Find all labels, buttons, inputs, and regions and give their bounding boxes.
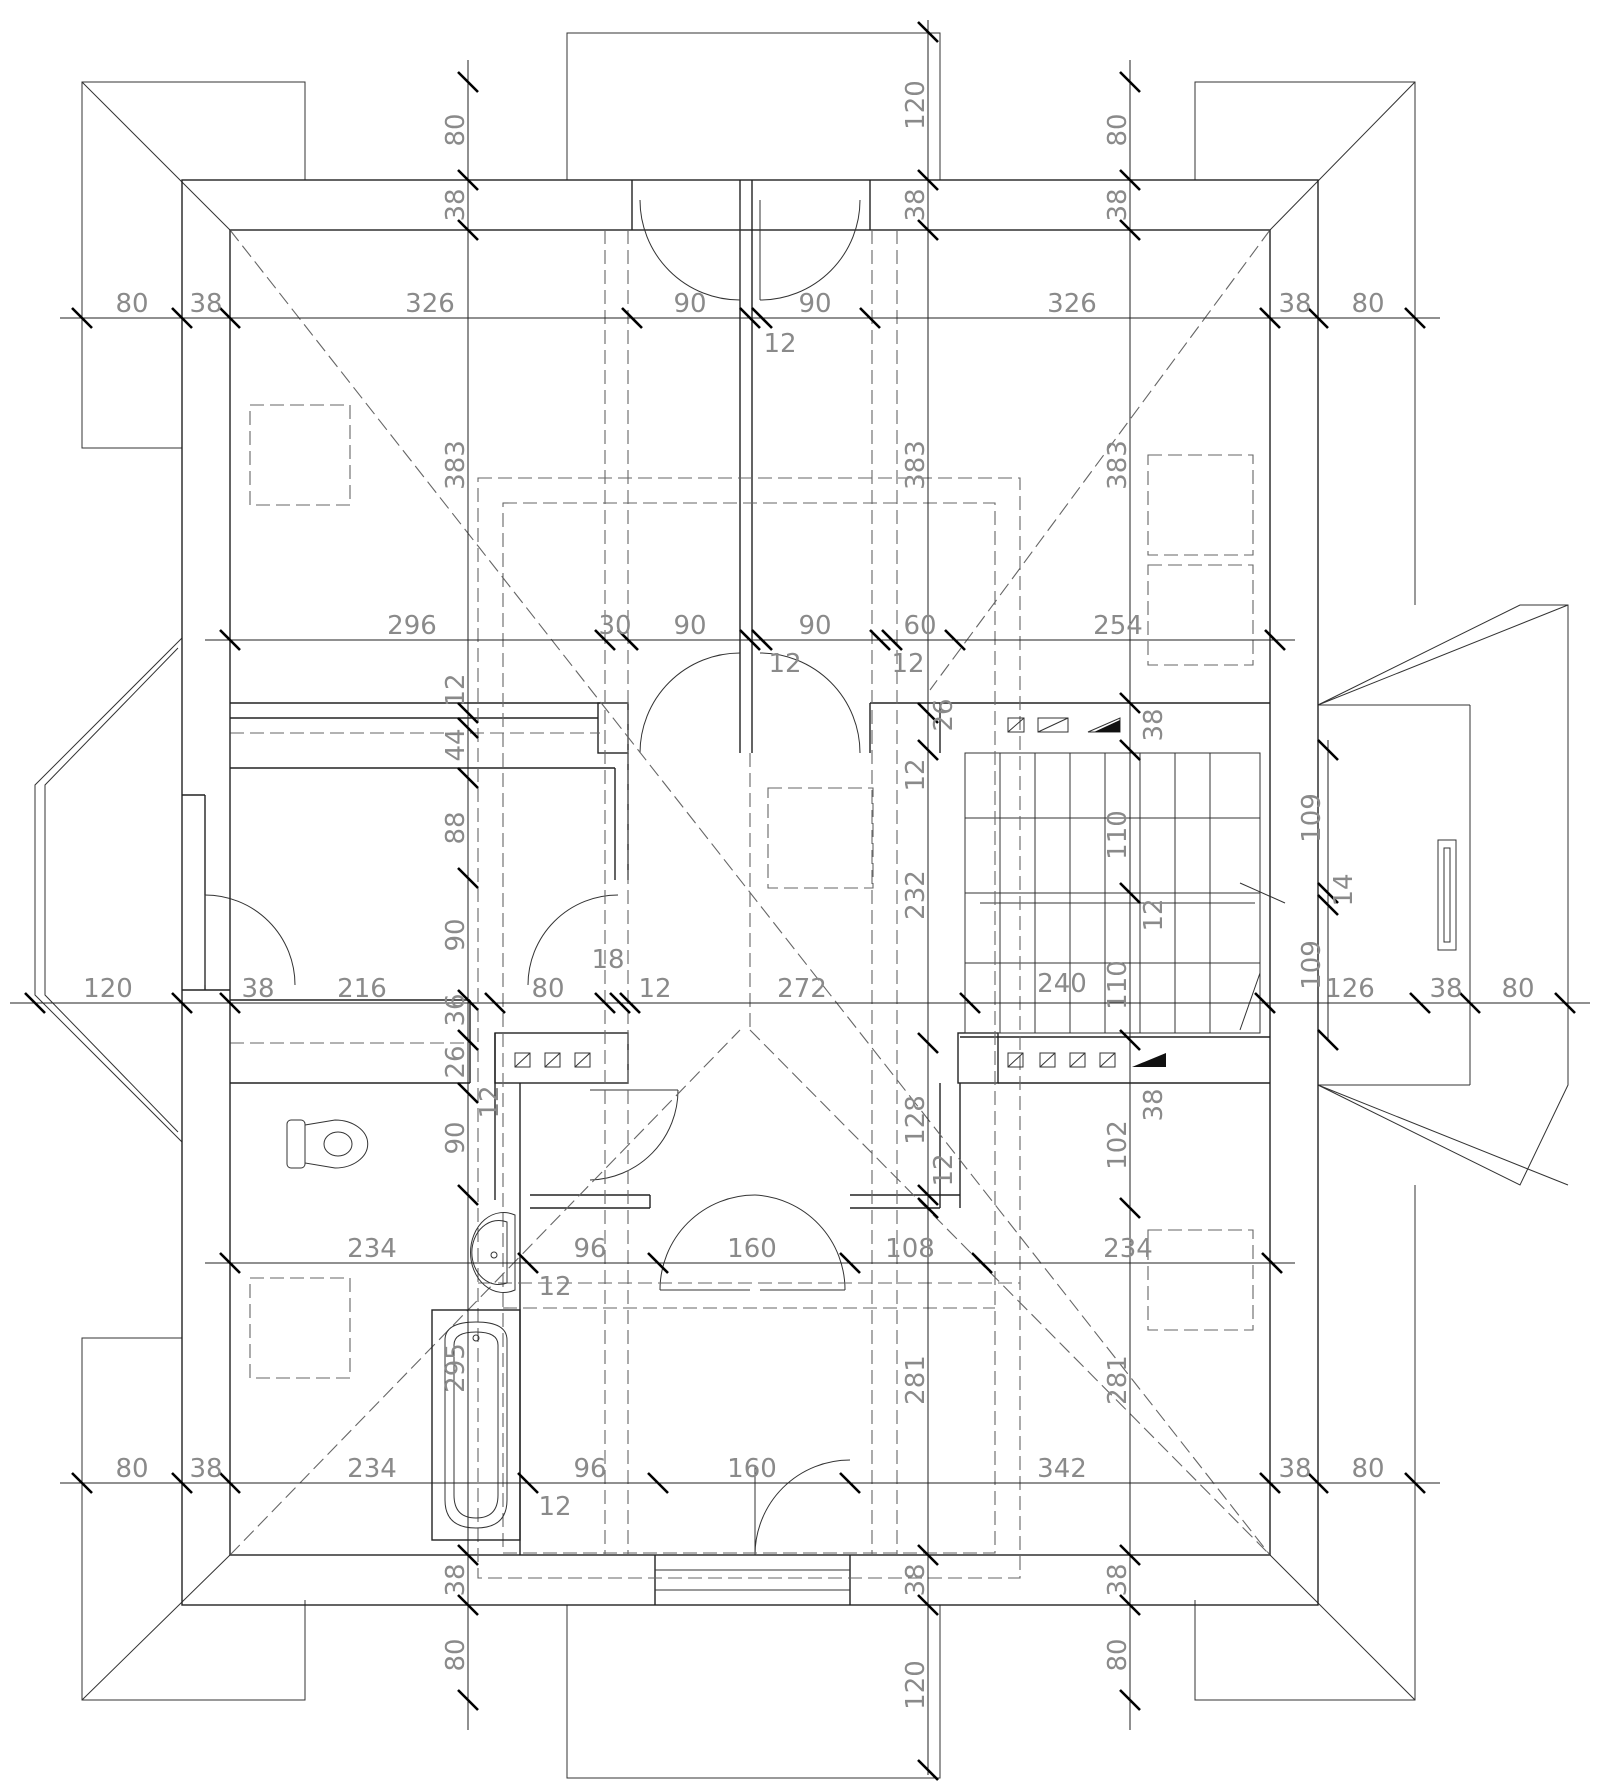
dim-label: 36 — [441, 993, 471, 1026]
dim-label: 80 — [531, 974, 564, 1004]
dim-label: 109 — [1297, 793, 1327, 843]
dim-label: 80 — [1501, 974, 1534, 1004]
dim-label: 102 — [1103, 1120, 1133, 1170]
dim-label: 38 — [1139, 1088, 1169, 1121]
dim-label: 88 — [441, 811, 471, 844]
bathtub-icon — [431, 1309, 521, 1541]
vent-symbols — [514, 717, 1457, 1068]
dim-label: 38 — [441, 1563, 471, 1596]
dim-label: 44 — [441, 728, 471, 761]
dim-label: 326 — [405, 289, 455, 319]
dim-label: 90 — [673, 611, 706, 641]
dim-label: 12 — [1139, 898, 1169, 931]
dim-label: 12 — [901, 758, 931, 791]
dim-label: 30 — [598, 611, 631, 641]
dim-label: 120 — [901, 1660, 931, 1710]
dim-label: 38 — [441, 188, 471, 221]
dim-label: 383 — [901, 440, 931, 490]
dim-label: 12 — [538, 1272, 571, 1302]
dim-label: 295 — [441, 1343, 471, 1393]
dim-label: 38 — [189, 1454, 222, 1484]
dim-label: 108 — [885, 1234, 935, 1264]
washbasin-icon — [470, 1212, 516, 1293]
dim-label: 38 — [1103, 188, 1133, 221]
dim-label: 18 — [591, 945, 624, 975]
dim-label: 110 — [1103, 960, 1133, 1010]
dim-label: 232 — [901, 870, 931, 920]
dimension-ticks — [24, 21, 1576, 1781]
dim-label: 383 — [441, 440, 471, 490]
dimension-labels: 80 38 120 38 80 38 80 38 326 90 90 12 32… — [83, 80, 1534, 1710]
dim-label: 281 — [1103, 1355, 1133, 1405]
dashed-structure — [229, 229, 1271, 1579]
dim-label: 216 — [337, 974, 387, 1004]
dim-label: 12 — [929, 1153, 959, 1186]
dim-label: 160 — [727, 1234, 777, 1264]
dim-label: 234 — [347, 1454, 397, 1484]
dim-label: 96 — [573, 1234, 606, 1264]
dim-label: 96 — [573, 1454, 606, 1484]
dim-label: 326 — [1047, 289, 1097, 319]
dim-label: 12 — [763, 329, 796, 359]
dim-label: 38 — [1278, 289, 1311, 319]
dim-label: 12 — [538, 1492, 571, 1522]
dim-label: 38 — [901, 1563, 931, 1596]
dim-label: 90 — [673, 289, 706, 319]
dim-label: 90 — [798, 611, 831, 641]
dim-label: 80 — [115, 289, 148, 319]
dim-label: 38 — [1278, 1454, 1311, 1484]
dim-label: 80 — [1103, 113, 1133, 146]
dim-label: 26 — [441, 1045, 471, 1078]
dim-label: 281 — [901, 1355, 931, 1405]
dim-label: 12 — [891, 649, 924, 679]
dim-label: 234 — [347, 1234, 397, 1264]
staircase — [964, 752, 1286, 1034]
dim-label: 383 — [1103, 440, 1133, 490]
dim-label: 128 — [901, 1095, 931, 1145]
dim-label: 60 — [903, 611, 936, 641]
dim-label: 26 — [929, 698, 959, 731]
dim-label: 38 — [1139, 708, 1169, 741]
dim-label: 272 — [777, 974, 827, 1004]
dim-label: 120 — [901, 80, 931, 130]
doors — [204, 199, 861, 1556]
dim-label: 12 — [638, 974, 671, 1004]
dim-label: 80 — [1103, 1638, 1133, 1671]
dim-label: 80 — [115, 1454, 148, 1484]
dim-label: 38 — [1103, 1563, 1133, 1596]
dim-label: 80 — [441, 113, 471, 146]
dim-label: 38 — [1429, 974, 1462, 1004]
interior-walls — [182, 180, 1270, 1555]
bathroom-fixtures — [286, 1119, 521, 1541]
dim-label: 110 — [1103, 810, 1133, 860]
dim-label: 126 — [1325, 974, 1375, 1004]
dim-label: 90 — [798, 289, 831, 319]
dim-label: 12 — [441, 673, 471, 706]
dim-label: 12 — [768, 649, 801, 679]
dim-label: 254 — [1093, 611, 1143, 641]
dim-label: 38 — [901, 188, 931, 221]
toilet-icon — [286, 1119, 369, 1169]
dim-label: 160 — [727, 1454, 777, 1484]
dim-label: 120 — [83, 974, 133, 1004]
dim-label: 12 — [475, 1085, 505, 1118]
dim-label: 90 — [441, 1121, 471, 1154]
dim-label: 240 — [1037, 969, 1087, 999]
dim-label: 90 — [441, 918, 471, 951]
dim-label: 296 — [387, 611, 437, 641]
dim-label: 38 — [241, 974, 274, 1004]
dim-label: 14 — [1329, 873, 1359, 906]
dim-label: 234 — [1103, 1234, 1153, 1264]
roof-outline — [34, 32, 1569, 1779]
dim-label: 80 — [441, 1638, 471, 1671]
dim-label: 80 — [1351, 289, 1384, 319]
dim-label: 109 — [1297, 940, 1327, 990]
dim-label: 342 — [1037, 1454, 1087, 1484]
dim-label: 38 — [189, 289, 222, 319]
dim-label: 80 — [1351, 1454, 1384, 1484]
